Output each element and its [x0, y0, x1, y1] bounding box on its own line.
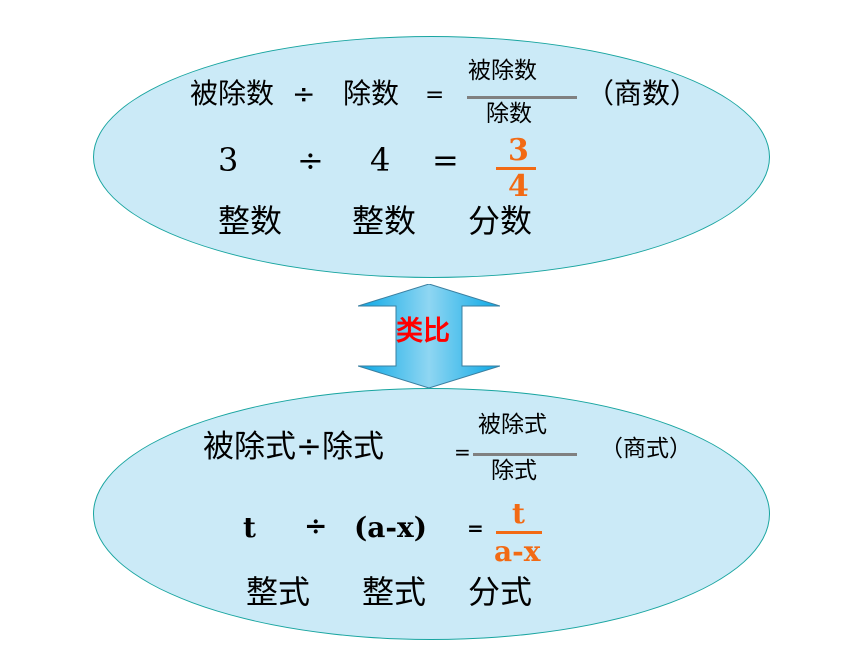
type-fractional-expr: 分式 [468, 573, 533, 611]
bottom-example-denominator: a-x [494, 535, 541, 568]
bottom-fraction-numerator: 被除式 [478, 412, 547, 438]
type-polynomial-b: 整式 [362, 573, 427, 611]
example-division-sign: ÷ [297, 141, 324, 179]
bottom-example-numerator: t [512, 497, 525, 530]
type-integer-b: 整数 [352, 202, 417, 240]
bottom-equals-sign: = [454, 440, 471, 464]
top-ellipse [93, 36, 770, 278]
bottom-example-division-sign: ÷ [304, 509, 328, 542]
equals-sign: = [425, 82, 445, 108]
example-dividend: 3 [218, 141, 239, 179]
bottom-fraction-denominator: 除式 [491, 458, 537, 484]
fraction-numerator: 被除数 [468, 58, 537, 84]
example-t: t [243, 511, 256, 544]
type-integer-a: 整数 [218, 202, 283, 240]
example-divisor: 4 [370, 141, 391, 179]
example-equals: = [432, 141, 459, 179]
double-arrow-icon [358, 284, 500, 388]
example-numerator: 3 [508, 133, 529, 168]
example-denominator: 4 [508, 169, 529, 204]
analogy-label: 类比 [396, 316, 450, 347]
dividend-expr-text: 被除式÷除式 [203, 429, 384, 465]
type-polynomial-a: 整式 [246, 573, 311, 611]
example-a-minus-x: (a-x) [354, 511, 427, 544]
type-fraction: 分数 [468, 202, 533, 240]
dividend-text: 被除数 [190, 77, 275, 110]
bottom-example-equals: = [467, 516, 484, 540]
example-fraction-bar [496, 167, 536, 170]
bottom-fraction-bar [473, 453, 577, 456]
divisor-text: 除数 [343, 77, 400, 110]
division-sign: ÷ [292, 77, 316, 110]
bottom-quotient-label: （商式） [600, 436, 692, 462]
bottom-example-fraction-bar [496, 531, 542, 534]
bottom-ellipse [93, 388, 770, 640]
quotient-label: （商数） [586, 77, 699, 110]
fraction-bar [467, 96, 577, 99]
fraction-denominator: 除数 [486, 101, 532, 127]
